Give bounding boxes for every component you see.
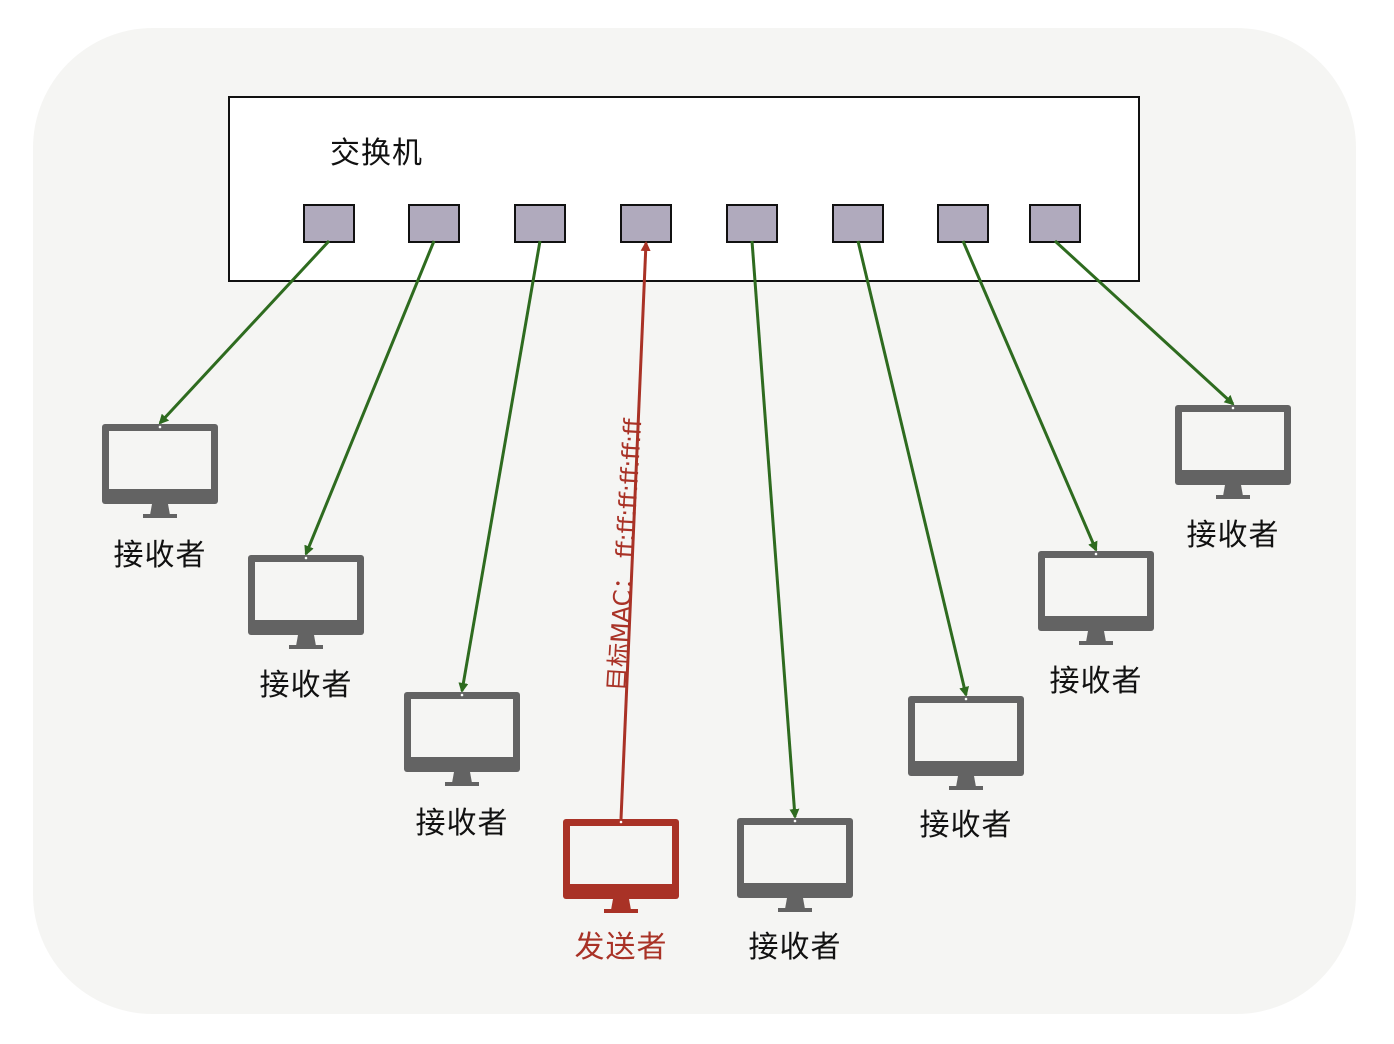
receiver-monitor-icon xyxy=(908,696,1024,790)
receiver-monitor-icon xyxy=(1038,551,1154,645)
flood-arrow-7 xyxy=(961,240,1098,552)
receiver-label: 接收者 xyxy=(919,808,1013,843)
sender-monitor-icon xyxy=(563,819,679,913)
receiver-label: 接收者 xyxy=(1049,664,1143,699)
flood-arrow-8 xyxy=(1053,239,1235,406)
receiver-label: 接收者 xyxy=(113,538,207,573)
receiver-monitor-icon xyxy=(404,692,520,786)
switch-label: 交换机 xyxy=(330,136,423,171)
switch-port-4 xyxy=(620,204,672,243)
switch-port-1 xyxy=(303,204,355,243)
receiver-monitor-icon xyxy=(102,424,218,518)
switch xyxy=(228,96,1140,282)
receiver-label: 接收者 xyxy=(415,806,509,841)
switch-port-5 xyxy=(726,204,778,243)
receiver-label: 接收者 xyxy=(259,668,353,703)
receiver-label: 接收者 xyxy=(1186,518,1280,553)
flood-arrow-5 xyxy=(750,240,800,819)
flood-arrow-3 xyxy=(458,240,542,693)
flood-arrow-2 xyxy=(304,240,436,556)
sender-arrow xyxy=(619,241,651,820)
switch-port-7 xyxy=(937,204,989,243)
flood-arrow-6 xyxy=(856,240,970,697)
receiver-monitor-icon xyxy=(737,818,853,912)
receiver-label: 接收者 xyxy=(748,930,842,965)
receiver-monitor-icon xyxy=(248,555,364,649)
switch-port-2 xyxy=(408,204,460,243)
sender-label: 发送者 xyxy=(574,930,668,965)
flood-arrow-1 xyxy=(158,239,331,425)
receiver-monitor-icon xyxy=(1175,405,1291,499)
